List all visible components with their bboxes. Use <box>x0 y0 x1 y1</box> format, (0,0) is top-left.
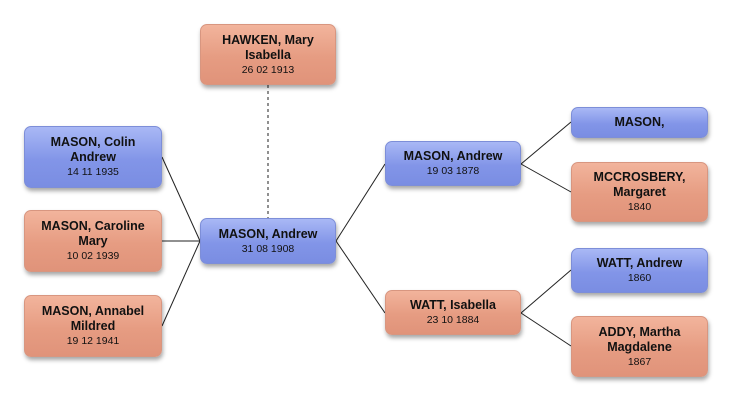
child-connector-colin <box>161 156 201 242</box>
person-card-root[interactable]: MASON, Andrew 31 08 1908 <box>200 218 336 264</box>
person-name: MASON, Andrew <box>403 149 503 163</box>
person-card-pat-grandfather[interactable]: MASON, <box>571 107 708 138</box>
person-name: MASON, Colin Andrew <box>50 135 136 164</box>
parent-connector-mat-grandfather <box>520 269 572 314</box>
person-card-mother[interactable]: WATT, Isabella 23 10 1884 <box>385 290 521 335</box>
person-name: HAWKEN, Mary Isabella <box>222 32 314 62</box>
parent-connector-father <box>335 163 386 242</box>
parent-connector-pat-grandfather <box>520 121 572 165</box>
person-name: MASON, <box>614 115 665 129</box>
person-name: ADDY, Martha Magdalene <box>598 324 681 354</box>
parent-connector-mother <box>335 240 386 314</box>
person-name: MASON, Caroline Mary <box>41 219 145 248</box>
person-name: WATT, Isabella <box>410 298 496 312</box>
person-date: 19 03 1878 <box>426 165 480 177</box>
person-name: MASON, Andrew <box>218 226 318 241</box>
person-card-mat-grandfather[interactable]: WATT, Andrew 1860 <box>571 248 708 293</box>
person-date: 14 11 1935 <box>67 166 119 178</box>
person-card-child-annabel[interactable]: MASON, Annabel Mildred 19 12 1941 <box>24 295 162 357</box>
person-date: 1867 <box>627 355 652 368</box>
parent-connector-pat-grandmother <box>520 163 572 193</box>
person-date: 10 02 1939 <box>66 250 120 262</box>
person-date: 1860 <box>627 272 652 284</box>
person-name: MCCROSBERY, Margaret <box>593 170 686 199</box>
person-date: 31 08 1908 <box>241 242 295 255</box>
person-date: 1840 <box>627 201 652 213</box>
person-date: 23 10 1884 <box>426 314 480 326</box>
person-date: 19 12 1941 <box>66 335 120 347</box>
person-card-spouse[interactable]: HAWKEN, Mary Isabella 26 02 1913 <box>200 24 336 85</box>
parent-connector-mat-grandmother <box>520 312 572 347</box>
person-card-father[interactable]: MASON, Andrew 19 03 1878 <box>385 141 521 186</box>
person-card-child-caroline[interactable]: MASON, Caroline Mary 10 02 1939 <box>24 210 162 272</box>
person-card-pat-grandmother[interactable]: MCCROSBERY, Margaret 1840 <box>571 162 708 222</box>
child-connector-annabel <box>161 240 201 327</box>
person-card-child-colin[interactable]: MASON, Colin Andrew 14 11 1935 <box>24 126 162 188</box>
person-name: MASON, Annabel Mildred <box>41 304 145 333</box>
person-date: 26 02 1913 <box>241 63 295 76</box>
person-card-mat-grandmother[interactable]: ADDY, Martha Magdalene 1867 <box>571 316 708 377</box>
person-name: WATT, Andrew <box>596 256 683 270</box>
